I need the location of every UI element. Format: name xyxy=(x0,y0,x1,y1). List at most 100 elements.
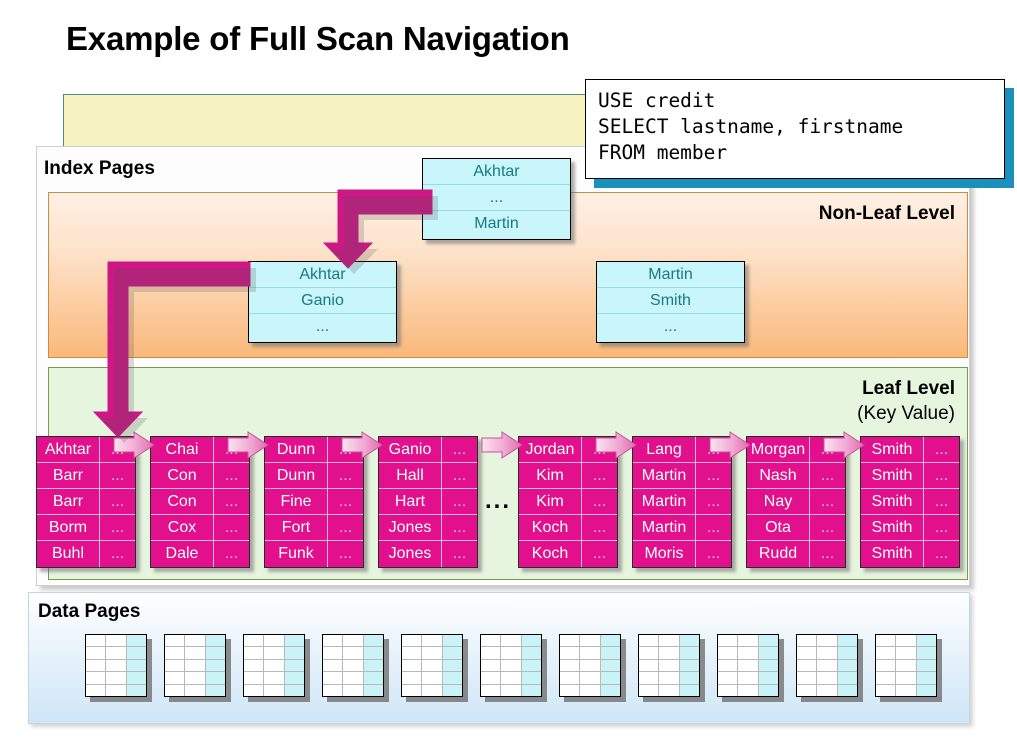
root-index-node[interactable]: Akhtar ... Martin xyxy=(422,158,571,240)
data-page-cell xyxy=(876,672,896,685)
leaf-value-cell: ... xyxy=(110,467,125,484)
data-page-cell xyxy=(837,660,857,673)
data-page-cell xyxy=(343,647,363,660)
data-page-cell xyxy=(916,647,936,660)
data-page-cell xyxy=(185,635,205,648)
leaf-page[interactable]: Akhtar...Barr...Barr...Borm...Buhl... xyxy=(36,436,136,568)
data-page[interactable] xyxy=(638,634,700,697)
data-page-cell xyxy=(896,635,916,648)
data-page[interactable] xyxy=(322,634,384,697)
data-page-cell xyxy=(127,685,146,696)
leaf-key-cell: Nash xyxy=(747,463,810,488)
data-page-cell xyxy=(916,672,936,685)
leaf-page[interactable]: Chai...Con...Con...Cox...Dale... xyxy=(150,436,250,568)
leaf-key-cell: Barr xyxy=(37,463,100,488)
leaf-key-cell: Jones xyxy=(379,515,442,540)
data-page-cell xyxy=(244,647,264,660)
data-page-highlight-column xyxy=(205,635,225,696)
data-page-cell xyxy=(916,660,936,673)
leaf-page[interactable]: Dunn...Dunn...Fine...Fort...Funk... xyxy=(264,436,364,568)
leaf-page-row: Con... xyxy=(151,463,249,489)
index-pages-label: Index Pages xyxy=(44,158,155,179)
data-page[interactable] xyxy=(480,634,542,697)
data-page-cell xyxy=(165,672,185,685)
data-page-cell xyxy=(659,672,679,685)
leaf-page-row: Smith... xyxy=(861,489,959,515)
data-page-cell xyxy=(758,660,778,673)
leaf-key-cell: Hall xyxy=(379,463,442,488)
data-page[interactable] xyxy=(717,634,779,697)
data-page-cell xyxy=(718,660,738,673)
data-page-column xyxy=(165,635,186,696)
data-page-cell xyxy=(501,660,521,673)
data-page[interactable] xyxy=(243,634,305,697)
leaf-page-row: Kim... xyxy=(519,489,617,515)
leaf-value-cell: ... xyxy=(452,441,467,458)
data-page-cell xyxy=(364,685,383,696)
leaf-key-cell: Kim xyxy=(519,463,582,488)
leaf-page[interactable]: Lang...Martin...Martin...Martin...Moris.… xyxy=(632,436,732,568)
non-leaf-node-right[interactable]: Martin Smith ... xyxy=(596,261,745,343)
leaf-value-cell: ... xyxy=(820,519,835,536)
data-page-cell xyxy=(126,660,146,673)
index-node-row: Akhtar xyxy=(423,159,570,185)
leaf-value-cell: ... xyxy=(338,519,353,536)
data-page-cell xyxy=(560,647,580,660)
data-page[interactable] xyxy=(85,634,147,697)
data-page[interactable] xyxy=(875,634,937,697)
leaf-page-row: Funk... xyxy=(265,541,363,567)
data-page-cell xyxy=(323,685,342,696)
leaf-level-label-line1: Leaf Level xyxy=(862,378,955,399)
leaf-page-row: Morgan... xyxy=(747,437,845,463)
leaf-page-row: Borm... xyxy=(37,515,135,541)
leaf-gap-ellipsis: ... xyxy=(485,487,512,514)
data-page-cell xyxy=(797,672,817,685)
leaf-page[interactable]: Morgan...Nash...Nay...Ota...Rudd... xyxy=(746,436,846,568)
leaf-value-cell: ... xyxy=(110,441,125,458)
data-page-cell xyxy=(285,685,304,696)
data-page[interactable] xyxy=(164,634,226,697)
data-page-cell xyxy=(442,660,462,673)
non-leaf-level-label: Non-Leaf Level xyxy=(819,201,955,226)
data-page-cell xyxy=(521,647,541,660)
data-page-cell xyxy=(323,635,343,648)
leaf-value-cell: ... xyxy=(706,493,721,510)
data-page-cell xyxy=(402,647,422,660)
data-page[interactable] xyxy=(796,634,858,697)
leaf-key-cell: Smith xyxy=(861,437,924,462)
data-page-cell xyxy=(86,660,106,673)
data-page[interactable] xyxy=(559,634,621,697)
leaf-page-row: Moris... xyxy=(633,541,731,567)
data-page-cell xyxy=(422,660,442,673)
leaf-page[interactable]: Ganio...Hall...Hart...Jones...Jones... xyxy=(378,436,478,568)
data-page-cell xyxy=(402,635,422,648)
leaf-key-cell: Hart xyxy=(379,489,442,514)
data-page-cell xyxy=(442,672,462,685)
data-page-column xyxy=(738,635,759,696)
leaf-value-cell: ... xyxy=(338,441,353,458)
leaf-page[interactable]: Smith...Smith...Smith...Smith...Smith... xyxy=(860,436,960,568)
data-page-highlight-column xyxy=(126,635,146,696)
non-leaf-node-left[interactable]: Akhtar Ganio ... xyxy=(248,261,397,343)
leaf-key-cell: Dale xyxy=(151,541,214,567)
index-node-row: ... xyxy=(315,318,330,335)
data-page-cell xyxy=(185,672,205,685)
leaf-value-cell: ... xyxy=(820,545,835,562)
data-page-column xyxy=(343,635,364,696)
data-page[interactable] xyxy=(401,634,463,697)
data-page-cell xyxy=(86,685,105,696)
leaf-page[interactable]: Jordan...Kim...Kim...Koch...Koch... xyxy=(518,436,618,568)
leaf-value-cell: ... xyxy=(934,467,949,484)
leaf-key-cell: Smith xyxy=(861,463,924,488)
data-page-cell xyxy=(896,672,916,685)
leaf-key-cell: Fort xyxy=(265,515,328,540)
leaf-key-cell: Smith xyxy=(861,515,924,540)
data-page-cell xyxy=(797,685,816,696)
sql-query-text: USE credit SELECT lastname, firstname FR… xyxy=(598,89,904,164)
non-leaf-level-label-line1: Non-Leaf xyxy=(818,203,902,224)
data-page-column xyxy=(86,635,107,696)
leaf-page-row: Nash... xyxy=(747,463,845,489)
data-page-cell xyxy=(679,635,699,648)
leaf-page-row: Koch... xyxy=(519,515,617,541)
data-page-cell xyxy=(639,685,658,696)
